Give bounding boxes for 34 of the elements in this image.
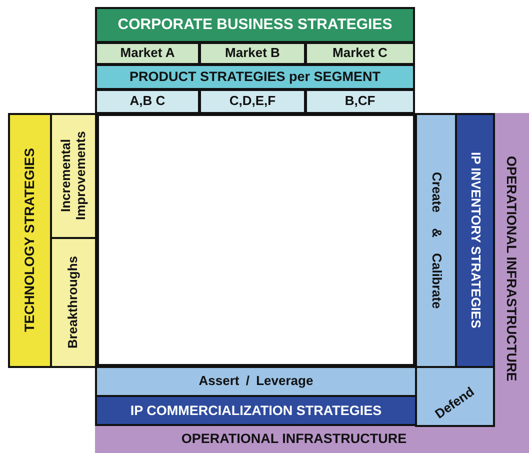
- label-text: Market C: [332, 46, 388, 61]
- category-box: [415, 366, 495, 427]
- label-text: Create & Calibrate: [428, 172, 444, 309]
- category-box: [50, 113, 97, 239]
- label-text: A,B C: [130, 94, 166, 109]
- band-label: OPERATIONAL INFRASTRUCTURE: [503, 156, 519, 382]
- header-box: [95, 64, 415, 90]
- segment-box: [305, 89, 415, 114]
- heading-text: CORPORATE BUSINESS STRATEGIES: [118, 16, 392, 34]
- segment-box: [199, 89, 306, 114]
- heading-text: PRODUCT STRATEGIES per SEGMENT: [129, 69, 381, 85]
- header-box: [455, 113, 495, 368]
- category-box: [95, 366, 417, 397]
- header-box: [95, 395, 417, 426]
- market-box: [305, 42, 415, 65]
- label-text: Incremental Improvements: [58, 130, 88, 222]
- heading-text: TECHNOLOGY STRATEGIES: [22, 148, 38, 333]
- category-box: [415, 113, 457, 368]
- heading-text: IP INVENTORY STRATEGIES: [468, 152, 482, 329]
- label-text: B,CF: [344, 94, 376, 109]
- label-text: Market B: [225, 46, 280, 61]
- market-box: [95, 42, 200, 65]
- market-box: [199, 42, 306, 65]
- segment-box: [95, 89, 200, 114]
- header-box: [95, 7, 415, 43]
- band-label: OPERATIONAL INFRASTRUCTURE: [181, 431, 407, 447]
- category-box: [50, 237, 97, 368]
- label-text: Market A: [120, 46, 175, 61]
- heading-text: IP COMMERCIALIZATION STRATEGIES: [130, 402, 382, 418]
- header-box: [8, 113, 52, 368]
- center-box: [97, 114, 415, 366]
- label-text: Breakthroughs: [66, 256, 81, 349]
- label-text: Assert / Leverage: [198, 374, 314, 389]
- label-text: C,D,E,F: [229, 94, 276, 109]
